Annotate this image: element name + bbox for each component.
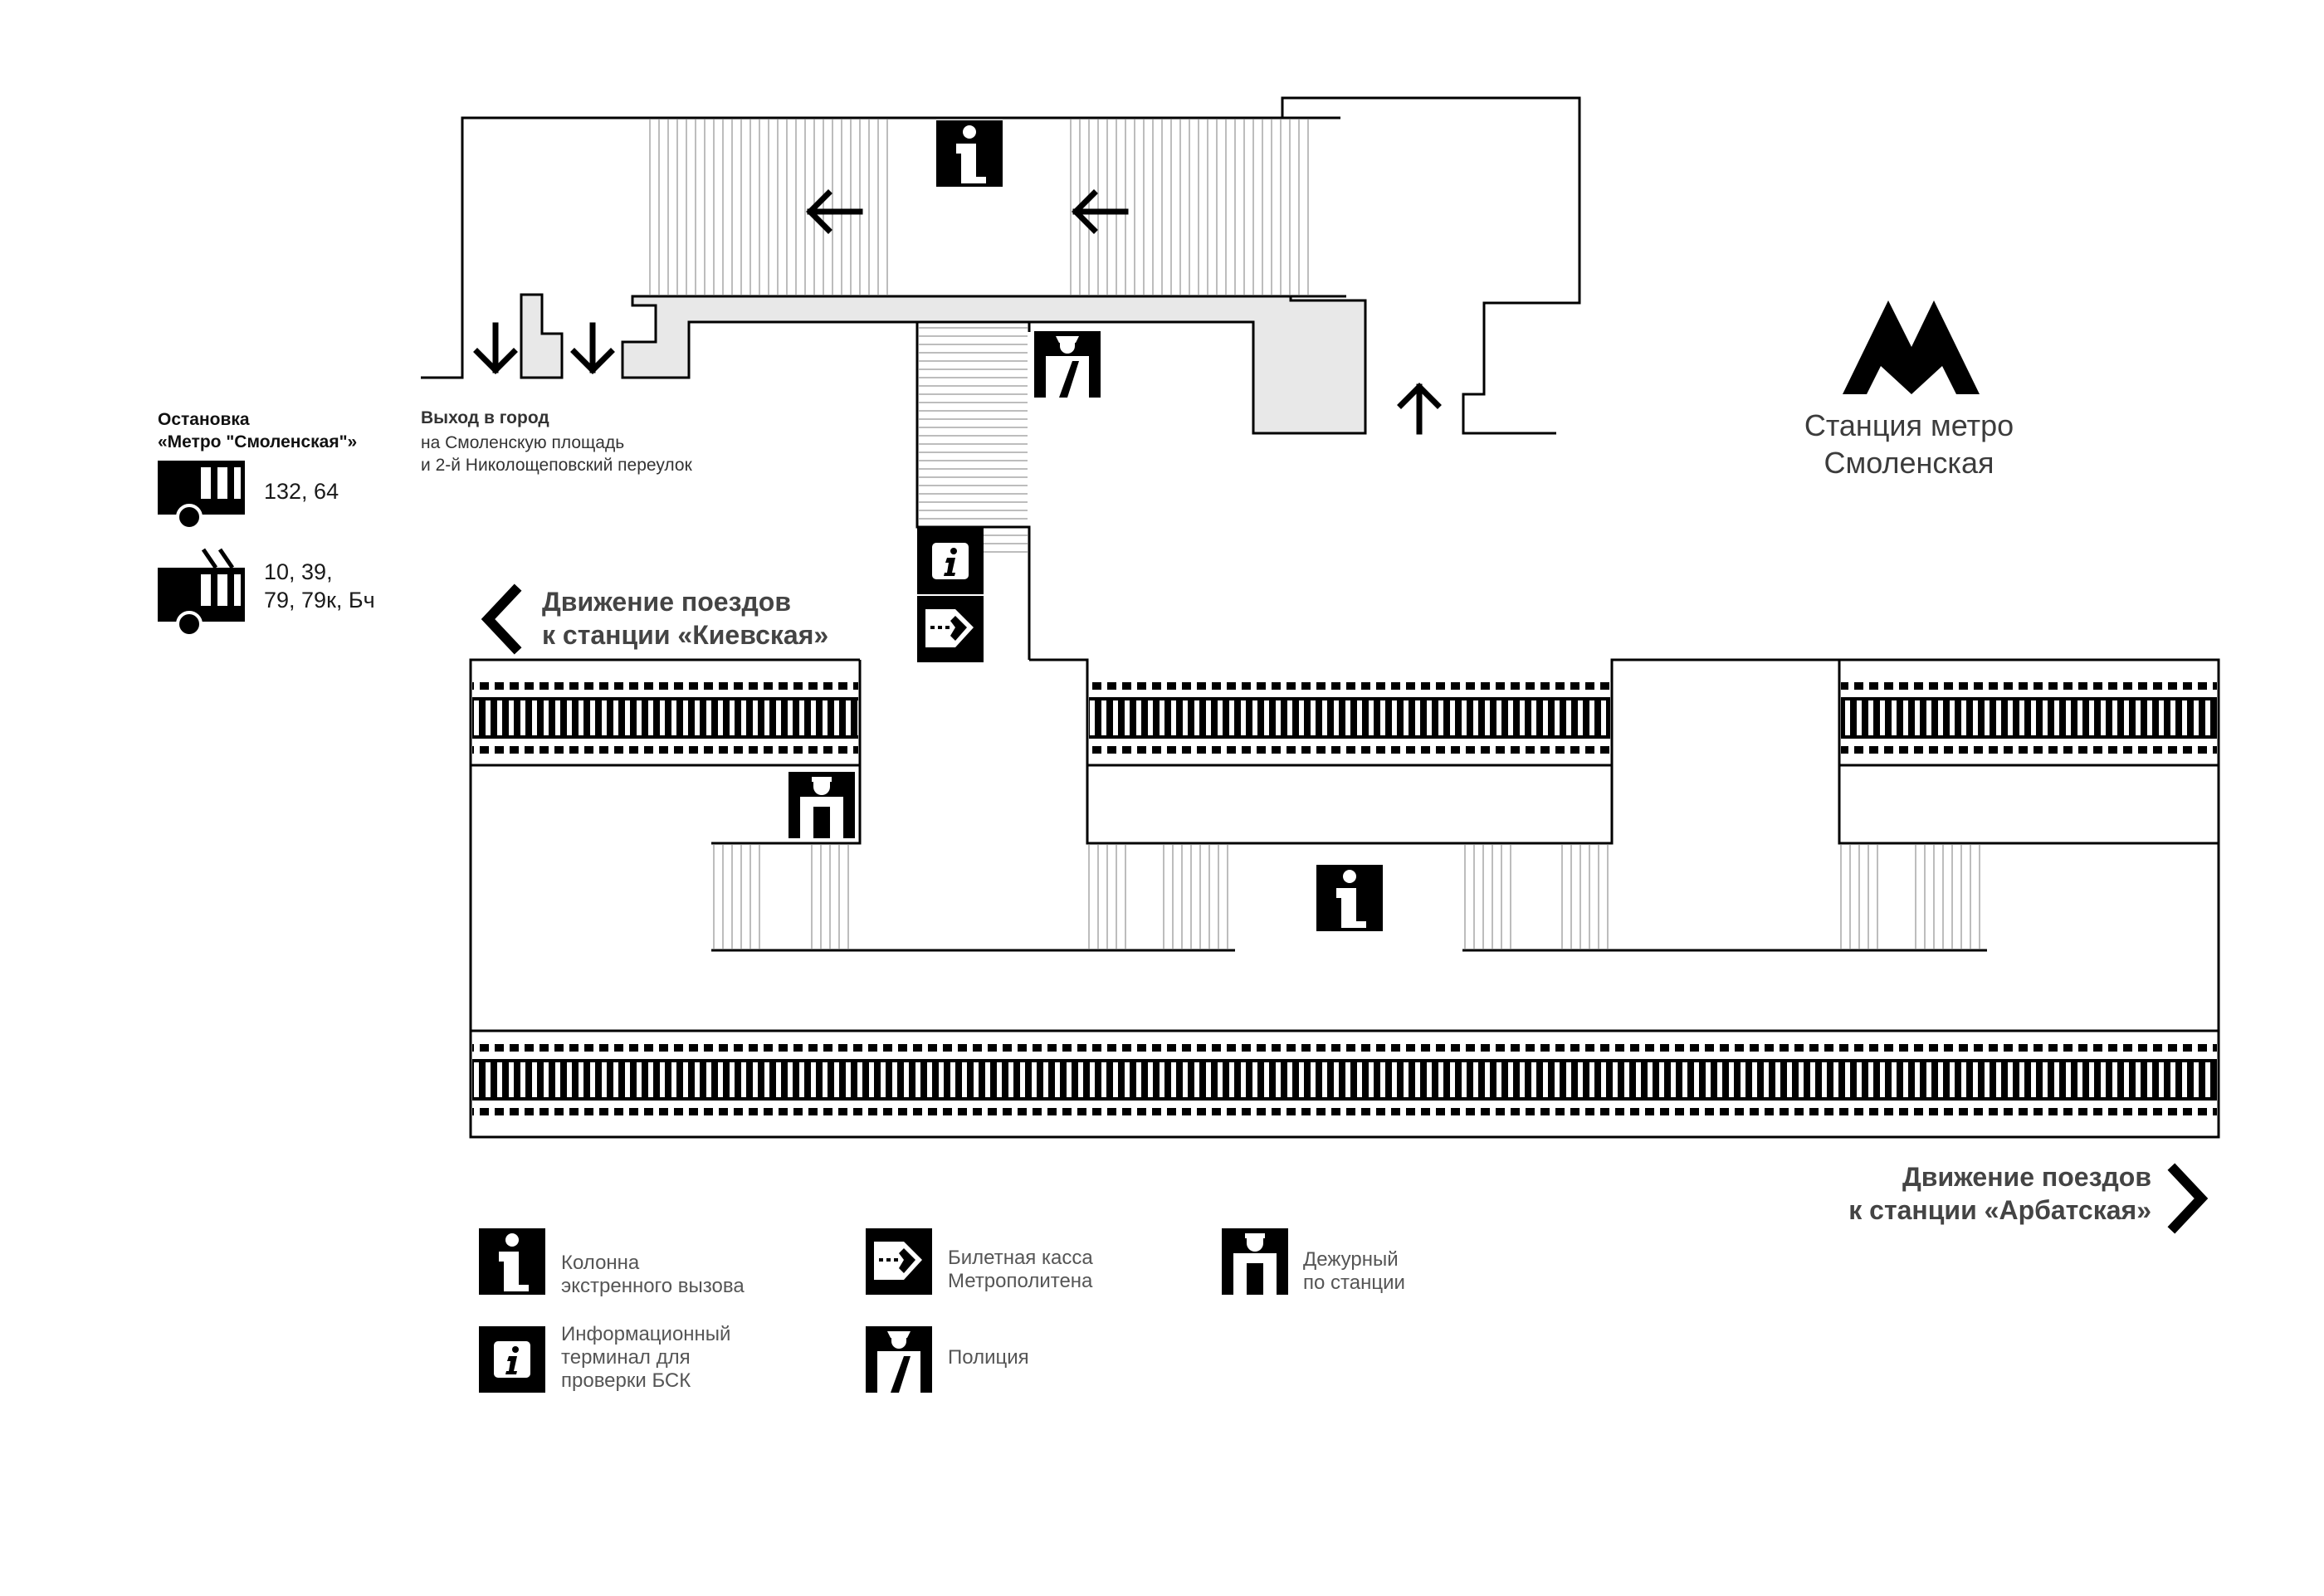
rail xyxy=(1089,735,1610,739)
rail xyxy=(472,697,858,700)
track-ties xyxy=(472,700,858,735)
hall-arrows xyxy=(473,189,1442,435)
chevron-right-icon xyxy=(2167,1163,2209,1234)
legend-label-emergency: Колонна экстренного вызова xyxy=(561,1252,745,1297)
legend-label-police: Полиция xyxy=(948,1346,1029,1369)
direction-west-text: Движение поездов к станции «Киевская» xyxy=(542,587,829,650)
legend-police-icon xyxy=(866,1326,932,1393)
rail xyxy=(1841,697,2217,700)
escalators-upper xyxy=(649,120,1309,295)
legend-label-ticket: Билетная касса Метрополитена xyxy=(948,1247,1093,1292)
legend-emergency-call-column-icon xyxy=(479,1228,545,1295)
station-attendant-icon xyxy=(788,772,855,838)
info-terminal-icon xyxy=(917,528,984,594)
railway-tracks xyxy=(472,682,2217,1115)
escalators-lower xyxy=(713,845,1980,949)
rail xyxy=(1089,697,1610,700)
chevron-left-icon xyxy=(481,583,522,655)
platform-outline xyxy=(469,658,2220,1139)
rail xyxy=(472,735,858,739)
track-dashes xyxy=(472,1044,2217,1052)
rail xyxy=(472,1097,2217,1101)
emergency-call-column-icon xyxy=(1316,865,1383,931)
bus-stop-title: Остановка «Метро "Смоленская"» xyxy=(158,410,358,451)
bus-routes: 132, 64 xyxy=(264,479,339,504)
stair-to-platform xyxy=(919,327,1028,553)
track-ties xyxy=(472,1062,2217,1097)
police-icon xyxy=(1034,331,1101,398)
trolleybus-routes: 10, 39, 79, 79к, Бч xyxy=(264,559,375,613)
track-dashes xyxy=(1089,682,1610,690)
legend-label-attendant: Дежурный по станции xyxy=(1303,1248,1405,1294)
track-dashes xyxy=(1841,746,2217,754)
station-name: Станция метро Смоленская xyxy=(1804,408,2014,480)
emergency-call-column-icon xyxy=(936,120,1003,187)
track-dashes xyxy=(472,682,858,690)
exit-title: Выход в город xyxy=(421,408,549,427)
exit-description: на Смоленскую площадь и 2-й Николощеповс… xyxy=(421,433,692,475)
rail xyxy=(1841,735,2217,739)
track-dashes xyxy=(1841,682,2217,690)
legend-info-terminal-icon xyxy=(479,1326,545,1393)
legend-ticket-office-icon xyxy=(866,1228,932,1295)
ticket-office-icon xyxy=(917,596,984,662)
gray-walkway xyxy=(520,293,1367,435)
track-ties xyxy=(1841,700,2217,735)
track-dashes xyxy=(1089,746,1610,754)
bus-icon xyxy=(158,461,245,530)
track-dashes xyxy=(472,746,858,754)
legend-station-attendant-icon xyxy=(1222,1228,1288,1295)
direction-east-text: Движение поездов к станции «Арбатская» xyxy=(1848,1162,2151,1225)
track-dashes xyxy=(472,1108,2217,1115)
rail xyxy=(472,1059,2217,1062)
metro-m-logo-icon xyxy=(1843,300,1980,394)
legend-label-terminal: Информационный терминал для проверки БСК xyxy=(561,1323,731,1392)
trolleybus-icon xyxy=(158,548,245,637)
track-ties xyxy=(1089,700,1610,735)
